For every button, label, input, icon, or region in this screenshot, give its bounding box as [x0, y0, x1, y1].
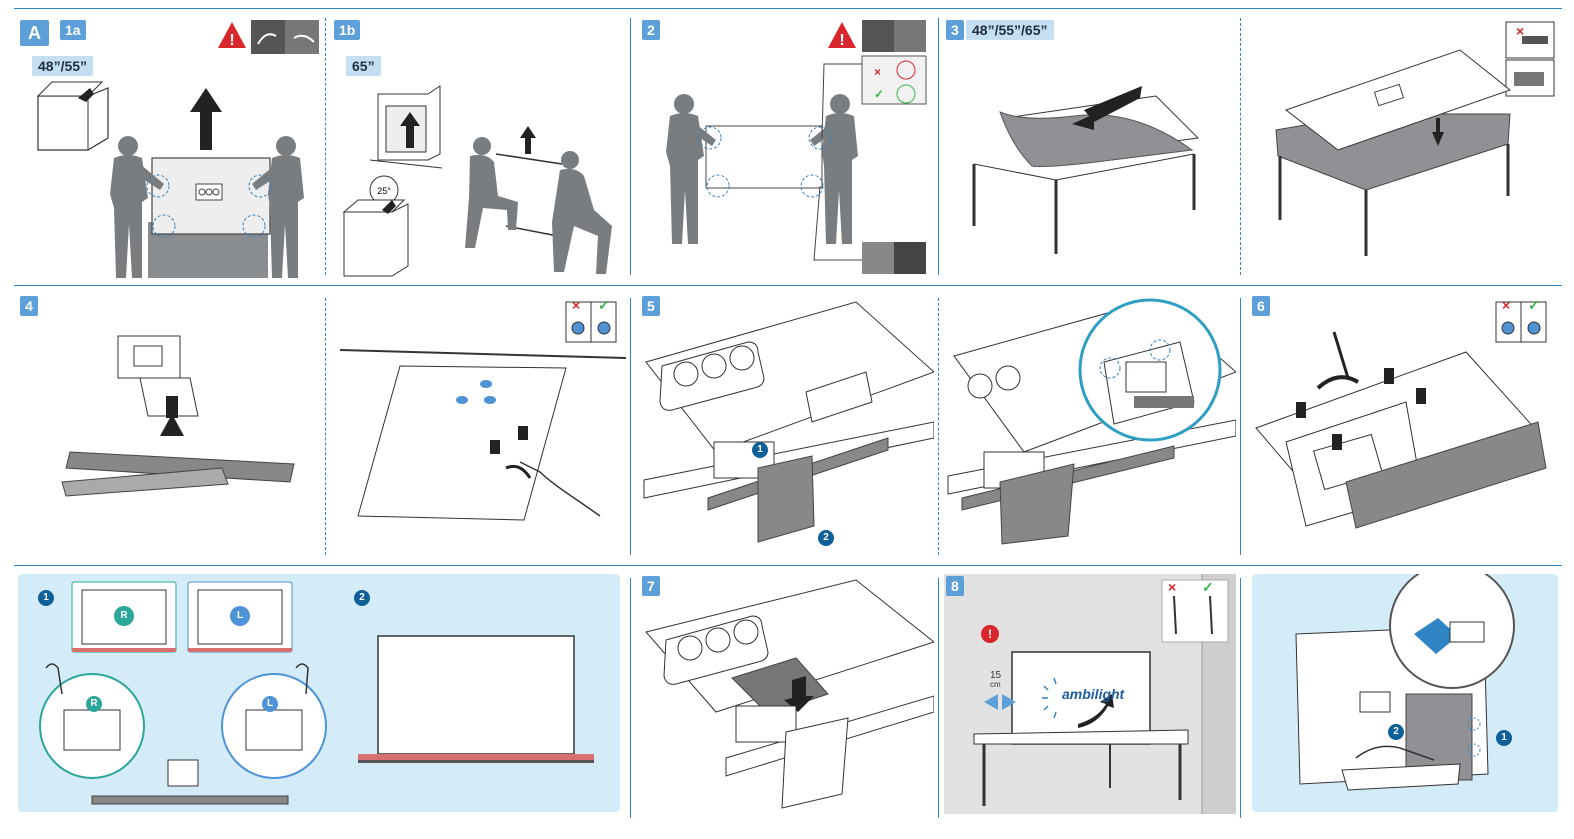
stand-assembly-illustration: [61, 335, 295, 497]
panel-step-5-detail: [944, 292, 1236, 556]
svg-text:!: !: [839, 32, 844, 49]
carry-tv-illustration: ! × ✓: [666, 20, 927, 274]
svg-text:×: ×: [1502, 297, 1510, 313]
svg-text:!: !: [988, 627, 992, 641]
screw-stand-illustration: × ✓: [1255, 297, 1547, 529]
separator-solid: [938, 18, 939, 275]
ambilight-logo-text: ambilight: [1062, 686, 1125, 702]
table-cloth-illustration: [972, 86, 1200, 254]
step-1a-badge: 1a: [60, 20, 86, 40]
box-icon: [36, 81, 109, 151]
step-marker-2: 2: [1388, 724, 1404, 740]
separator-solid: [630, 298, 631, 555]
svg-text:✓: ✓: [1202, 579, 1214, 595]
size-label-1b: 65”: [346, 56, 381, 76]
step-2-badge: 2: [642, 20, 660, 40]
separator-dashed: [325, 18, 326, 275]
panel-stand-orientation-content: 1 2 R L R L: [18, 574, 620, 812]
panel-step-1a: A 1a 48”/55” !: [14, 14, 322, 278]
arrow-up-icon: [190, 88, 222, 150]
panel-step-6: 6 × ✓: [1246, 292, 1564, 556]
marker-left: L: [232, 608, 248, 624]
step-marker-1: 1: [1496, 730, 1512, 746]
marker-right-small: R: [86, 696, 102, 712]
ambilight-placement-illustration: × ✓ !: [973, 574, 1236, 814]
row-divider-2: [14, 565, 1562, 566]
panel-step-7: 7: [636, 572, 934, 816]
panel-step-4: 4: [14, 292, 322, 556]
handling-icon: [285, 20, 319, 54]
separator-dashed: [325, 298, 326, 555]
step-3-badge: 3: [946, 20, 964, 40]
svg-text:×: ×: [1516, 23, 1524, 39]
section-a-badge: A: [20, 20, 49, 46]
step-8-badge: 8: [946, 576, 964, 596]
arrow-up-icon: [400, 112, 420, 148]
person-figure: [552, 151, 612, 274]
arrow-up-icon: [520, 126, 536, 154]
panel-step-1b: 1b 65” 25°: [330, 14, 626, 278]
step-marker-2: 2: [818, 530, 834, 546]
tv-on-table-illustration: ×: [1275, 21, 1555, 256]
step-marker-1: 1: [38, 590, 54, 606]
svg-text:✓: ✓: [874, 87, 884, 101]
marker-left-small: L: [262, 696, 278, 712]
lift-tv-illustration: !: [36, 20, 319, 278]
step-7-badge: 7: [642, 576, 660, 596]
svg-text:×: ×: [874, 65, 881, 79]
warning-triangle-icon: !: [828, 22, 856, 49]
svg-text:!: !: [229, 32, 234, 49]
back-cover-illustration: [1295, 574, 1515, 791]
panel-step-4-screws: × ✓: [330, 292, 626, 556]
svg-text:✓: ✓: [598, 297, 610, 313]
unbox-65-illustration: 25°: [342, 85, 612, 277]
stand-clip-detail-illustration: [947, 298, 1236, 545]
separator-solid: [630, 18, 631, 275]
separator-solid: [630, 578, 631, 818]
attach-stand-illustration: [643, 301, 934, 543]
step-marker-1: 1: [752, 442, 768, 458]
svg-text:25°: 25°: [377, 186, 391, 196]
person-figure: [252, 136, 304, 278]
panel-step-2: 2 ! × ✓: [636, 14, 934, 278]
size-label-3: 48”/55”/65”: [966, 20, 1054, 40]
cover-stand-illustration: [645, 579, 934, 809]
panel-cover-clip-content: 2 1: [1252, 574, 1558, 812]
alert-circle-icon: !: [981, 625, 999, 643]
row-divider-top: [14, 8, 1562, 9]
person-figure: [110, 136, 164, 278]
size-label-1a: 48”/55”: [32, 56, 94, 76]
panel-step-5: 5 1 2: [636, 292, 934, 556]
panel-step-8: 8 × ✓ ! 15 cm ambilight: [944, 574, 1236, 814]
step-4-badge: 4: [20, 296, 38, 316]
handling-icon: [251, 20, 285, 54]
step-6-badge: 6: [1252, 296, 1270, 316]
separator-dashed: [1240, 18, 1241, 275]
warning-triangle-icon: !: [218, 22, 246, 49]
separator-solid: [1240, 578, 1241, 818]
svg-text:×: ×: [1168, 579, 1176, 595]
person-figure: [810, 94, 858, 244]
stand-orientation-illustration: [39, 581, 594, 805]
step-5-badge: 5: [642, 296, 660, 316]
svg-text:✓: ✓: [1528, 297, 1540, 313]
row-divider-1: [14, 285, 1562, 286]
step-marker-2: 2: [354, 590, 370, 606]
person-figure: [465, 137, 518, 248]
stand-screws-illustration: × ✓: [339, 297, 626, 521]
step-1b-badge: 1b: [334, 20, 361, 40]
distance-unit: cm: [990, 680, 1001, 689]
panel-step-3: 3 48”/55”/65”: [944, 14, 1238, 278]
marker-right: R: [116, 608, 132, 624]
separator-solid: [938, 578, 939, 818]
separator-dashed: [938, 298, 939, 555]
separator-solid: [1240, 298, 1241, 555]
person-figure: [666, 94, 716, 244]
svg-text:×: ×: [572, 297, 580, 313]
distance-value: 15: [990, 670, 1002, 681]
panel-step-3-placement: ×: [1246, 14, 1564, 278]
